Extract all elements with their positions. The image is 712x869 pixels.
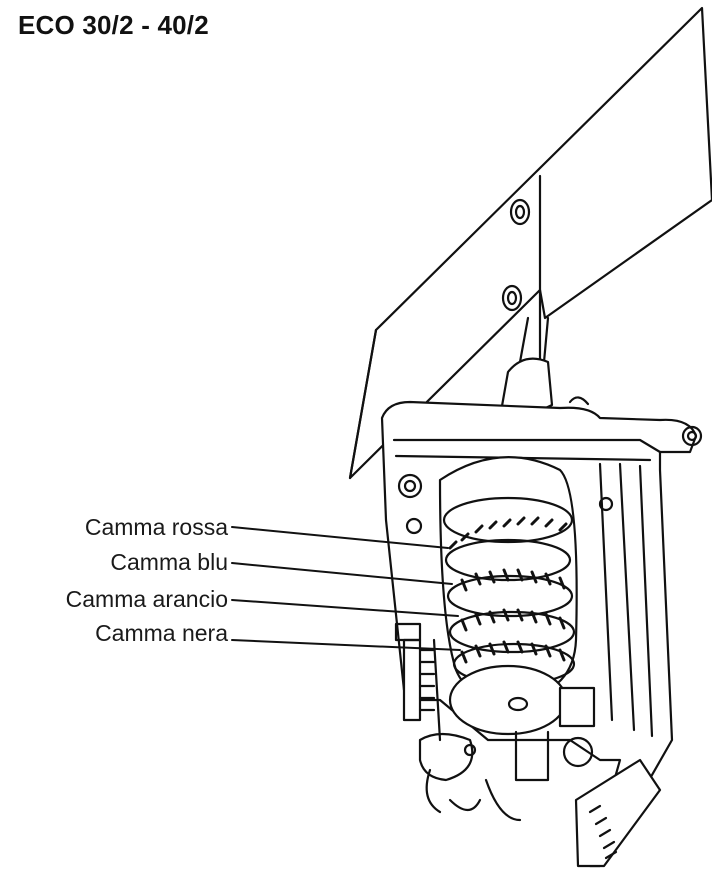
gear <box>394 622 442 742</box>
hub-disc <box>418 664 596 822</box>
label-camma-arancio: Camma arancio <box>65 586 228 612</box>
cam-teeth <box>448 516 568 664</box>
shaft <box>500 316 554 413</box>
plate-outline <box>348 6 712 480</box>
leader-camma-blu <box>231 562 453 585</box>
leader-camma-arancio <box>231 599 459 617</box>
leader-lines <box>231 526 461 651</box>
label-camma-rossa: Camma rossa <box>84 514 228 540</box>
leader-camma-nera <box>231 639 461 651</box>
diagram-title: ECO 30/2 - 40/2 <box>18 10 209 40</box>
label-camma-blu: Camma blu <box>110 549 228 575</box>
label-camma-nera: Camma nera <box>95 620 228 646</box>
leader-camma-rossa <box>231 526 449 549</box>
connector-block <box>574 758 662 868</box>
